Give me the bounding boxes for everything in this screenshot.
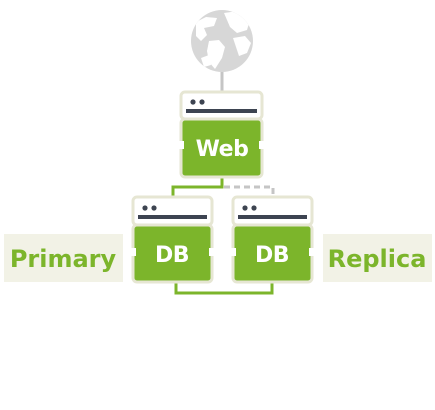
db-primary-led <box>142 205 148 211</box>
replica-tag-label: Replica <box>328 245 427 273</box>
web-server-notch <box>259 141 264 149</box>
web-server-label: Web <box>196 137 249 162</box>
link-db-primary-db-replica <box>174 280 274 295</box>
web-server-led <box>190 99 196 105</box>
link-web-db-primary <box>171 176 224 200</box>
primary-tag: Primary <box>4 234 123 282</box>
web-server-notch <box>179 141 184 149</box>
db-replica-label: DB <box>255 243 289 268</box>
web-server-header-bar <box>186 109 257 113</box>
db-primary-server: DB <box>131 195 214 284</box>
db-primary-notch <box>131 248 136 256</box>
web-server: Web <box>179 90 264 179</box>
db-primary-led <box>151 205 157 211</box>
db-primary-notch <box>209 248 214 256</box>
replica-tag: Replica <box>323 234 432 282</box>
db-replica-header-bar <box>238 215 307 219</box>
web-server-led <box>199 99 205 105</box>
globe-icon <box>191 10 253 72</box>
db-primary-header-bar <box>138 215 207 219</box>
db-replica-led <box>251 205 257 211</box>
db-replica-led <box>242 205 248 211</box>
db-replica-header <box>231 195 314 227</box>
web-server-header <box>179 90 264 121</box>
db-replica-server: DB <box>231 195 314 284</box>
db-primary-label: DB <box>155 243 189 268</box>
db-replica-notch <box>309 248 314 256</box>
replica-tag-box <box>323 234 432 282</box>
db-primary-header <box>131 195 214 227</box>
primary-tag-label: Primary <box>10 245 117 273</box>
primary-tag-box <box>4 234 123 282</box>
db-replica-notch <box>231 248 236 256</box>
